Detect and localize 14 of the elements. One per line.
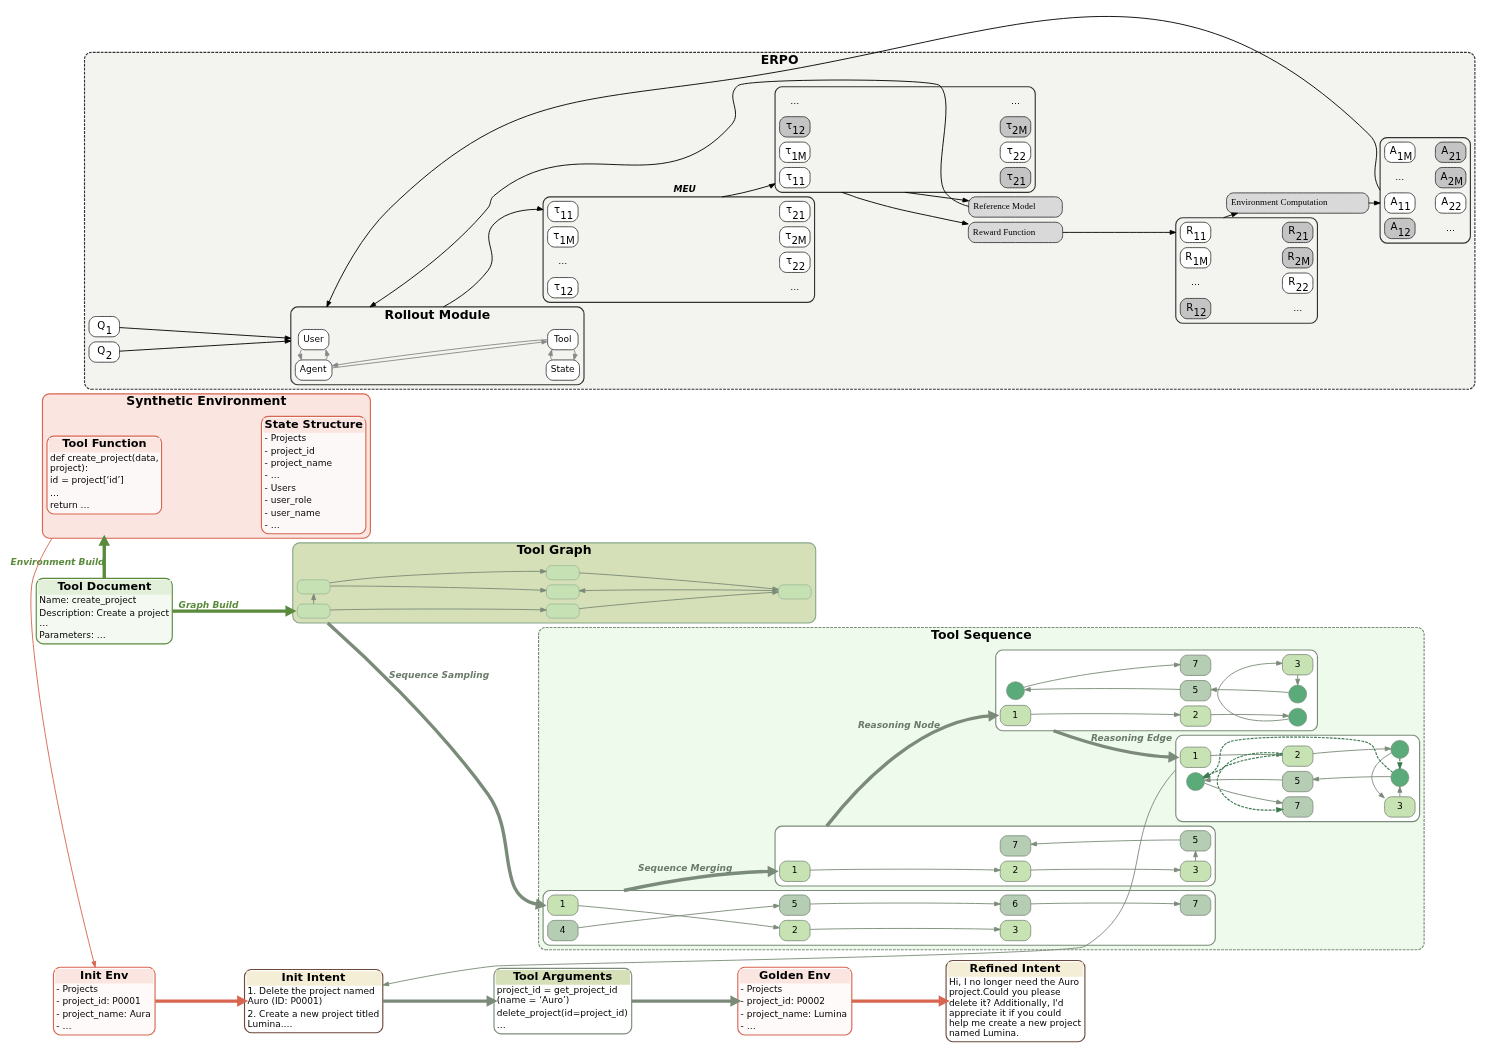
label: … (1395, 171, 1405, 182)
edge-label: Reasoning Edge (1091, 732, 1173, 743)
label: … (790, 281, 800, 292)
edge-label: Sequence Merging (637, 862, 733, 873)
label: … (1446, 222, 1456, 233)
edge-label: Graph Build (178, 599, 239, 610)
label: … (1293, 302, 1303, 313)
label: … (1010, 95, 1020, 106)
edge-label: Reasoning Node (858, 720, 941, 731)
label: … (1191, 277, 1201, 288)
label: … (790, 95, 800, 106)
edge-label: MEU (673, 183, 696, 194)
edge-label: Sequence Sampling (389, 670, 490, 681)
label: … (558, 256, 568, 267)
